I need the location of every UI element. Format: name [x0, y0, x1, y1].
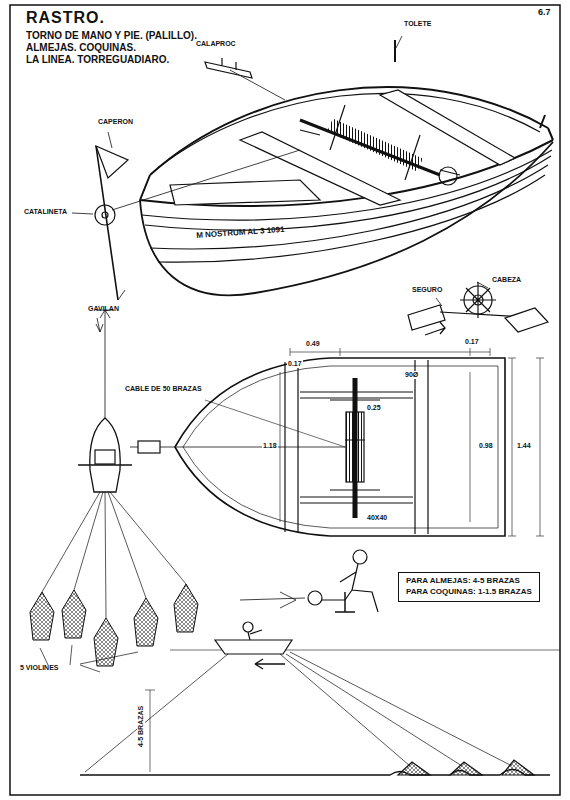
side-view [80, 622, 560, 775]
boat-plan [130, 348, 544, 536]
page-border [10, 5, 560, 795]
stern-rig [72, 132, 300, 332]
hull-name: M NOSTRUM AL 3 1091 [196, 226, 285, 241]
part-name: TOLETE [404, 20, 431, 28]
part-name: SEGURO [412, 286, 442, 294]
part-name: CABEZA [492, 276, 521, 284]
note-text: PARA ALMEJAS: 4-5 BRAZAS [406, 576, 532, 587]
part-name: CAPERON [98, 118, 133, 126]
title: RASTRO. [26, 9, 105, 27]
subtitle: LA LINEA. TORREGUADIARO. [26, 54, 169, 65]
subtitle: ALMEJAS. COQUINAS. [26, 42, 136, 53]
cabeza-seguro-detail [408, 282, 548, 335]
dimension: 0.17 [464, 338, 480, 346]
dimension: 40X40 [366, 514, 388, 522]
note-text: PARA COQUINAS: 1-1.5 BRAZAS [406, 587, 532, 598]
calaproc-detail [205, 58, 285, 100]
person-winch [240, 550, 378, 612]
part-name: 5 VIOLINES [20, 664, 59, 672]
part-name: GAVILAN [88, 305, 119, 313]
note-box: PARA ALMEJAS: 4-5 BRAZASPARA COQUINAS: 1… [398, 572, 540, 602]
cable-note: CABLE DE 50 BRAZAS [125, 385, 202, 393]
boat-perspective [140, 36, 553, 295]
dimension: 0.25 [366, 404, 382, 412]
dimension: 1.44 [516, 442, 532, 450]
page-number: 6.7 [538, 8, 551, 18]
subtitle: TORNO DE MANO Y PIE. (PALILLO). [26, 30, 197, 41]
dimension: 0.98 [478, 442, 494, 450]
dimension: 90Ø [404, 371, 419, 379]
dimension: 0.17 [287, 360, 303, 368]
dimension: 1.18 [262, 442, 278, 450]
dimension: 0.49 [305, 340, 321, 348]
part-name: CALAPROC [196, 40, 236, 48]
gear-plan [30, 310, 198, 672]
part-name: CATALINETA [24, 208, 67, 216]
depth-note: 4-5 BRAZAS [137, 705, 145, 748]
